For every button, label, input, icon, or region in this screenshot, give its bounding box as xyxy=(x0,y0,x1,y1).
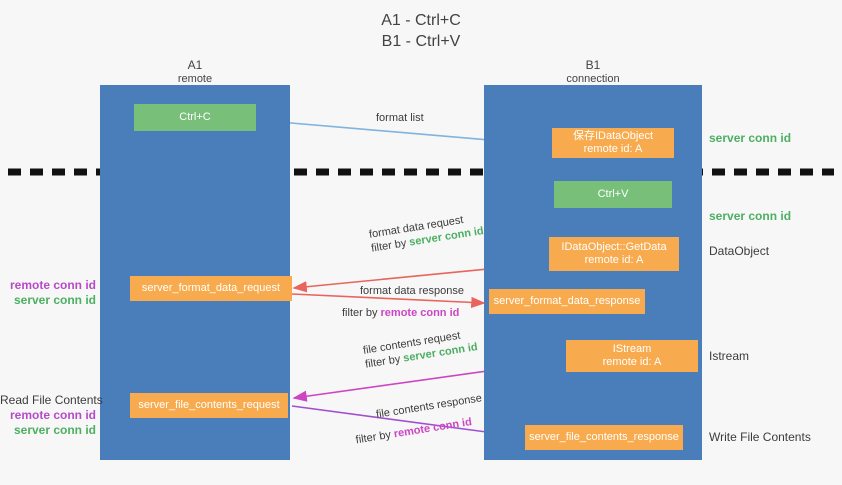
edge-label-file-contents-response-filter-value: remote conn id xyxy=(392,416,473,441)
edge-label-format-list: format list xyxy=(376,112,424,124)
node-istream[interactable]: IStream remote id: A xyxy=(566,340,698,372)
side-label-istream: Istream xyxy=(709,349,750,363)
node-idataobject-getdata-line-1: IDataObject::GetData xyxy=(561,241,667,253)
left-label-remote-conn-id-1: remote conn id xyxy=(9,278,96,292)
side-label-write-file-contents: Write File Contents xyxy=(709,430,811,444)
lane-header-b1: B1 connection xyxy=(484,58,702,86)
side-label-dataobject: DataObject xyxy=(709,244,770,258)
node-save-idataobject-line-1: 保存IDataObject xyxy=(572,130,654,142)
edge-label-file-contents-response-filter-prefix: filter by xyxy=(354,428,395,447)
edge-label-format-data-response-line-1: format data response xyxy=(360,285,464,297)
side-label-server-conn-id-1: server conn id xyxy=(709,131,792,145)
node-server-format-data-request[interactable]: server_format_data_request xyxy=(130,276,292,301)
side-label-server-conn-id-2: server conn id xyxy=(709,209,792,223)
node-save-idataobject[interactable]: 保存IDataObject remote id: A xyxy=(552,128,674,158)
edge-label-format-data-request: format data request filter by server con… xyxy=(368,214,484,256)
page-title-line-2: B1 - Ctrl+V xyxy=(381,33,461,50)
node-server-format-data-response[interactable]: server_format_data_response xyxy=(489,289,645,314)
node-server-format-data-response-label: server_format_data_response xyxy=(493,295,641,307)
node-idataobject-getdata[interactable]: IDataObject::GetData remote id: A xyxy=(549,237,679,271)
node-server-file-contents-request-label: server_file_contents_request xyxy=(138,399,280,411)
edge-label-format-data-response-filter-value: remote conn id xyxy=(380,307,460,319)
edge-label-format-data-response-filter: filter by remote conn id xyxy=(342,306,464,320)
node-server-format-data-request-label: server_format_data_request xyxy=(141,282,281,294)
lane-header-a1: A1 remote xyxy=(100,58,290,86)
lane-header-b1-name: B1 xyxy=(585,58,601,72)
node-server-file-contents-response[interactable]: server_file_contents_response xyxy=(525,425,683,450)
node-idataobject-getdata-line-2: remote id: A xyxy=(584,254,644,266)
left-label-remote-conn-id-2: remote conn id xyxy=(9,408,96,422)
node-server-file-contents-response-label: server_file_contents_response xyxy=(529,431,679,443)
node-istream-line-1: IStream xyxy=(612,343,652,355)
edge-label-format-data-response: format data response filter by remote co… xyxy=(342,284,464,320)
node-istream-line-2: remote id: A xyxy=(602,356,662,368)
edge-label-file-contents-request: file contents request filter by server c… xyxy=(362,330,478,372)
node-ctrl-c[interactable]: Ctrl+C xyxy=(134,104,256,131)
left-label-group-file: Read File Contents remote conn id server… xyxy=(0,392,103,438)
lane-header-b1-sub: connection xyxy=(566,73,620,85)
lane-header-a1-sub: remote xyxy=(177,73,213,85)
lane-header-a1-name: A1 xyxy=(187,58,203,72)
node-server-file-contents-request[interactable]: server_file_contents_request xyxy=(130,393,288,418)
node-ctrl-v[interactable]: Ctrl+V xyxy=(554,181,672,208)
node-ctrl-c-label: Ctrl+C xyxy=(179,111,211,123)
left-label-group-format: remote conn id server conn id xyxy=(0,278,96,308)
edge-label-file-contents-response: file contents response filter by remote … xyxy=(355,392,483,446)
page-title-line-1: A1 - Ctrl+C xyxy=(381,12,461,29)
left-label-read-file-contents: Read File Contents xyxy=(0,393,103,407)
node-save-idataobject-line-2: remote id: A xyxy=(583,143,643,155)
edge-label-file-contents-response-filter: filter by remote conn id xyxy=(355,413,487,447)
edge-label-format-data-response-filter-prefix: filter by xyxy=(342,307,381,319)
left-label-server-conn-id-2: server conn id xyxy=(13,423,96,437)
page-title: A1 - Ctrl+C B1 - Ctrl+V xyxy=(0,10,842,52)
node-ctrl-v-label: Ctrl+V xyxy=(597,188,629,200)
left-label-server-conn-id-1: server conn id xyxy=(13,293,96,307)
